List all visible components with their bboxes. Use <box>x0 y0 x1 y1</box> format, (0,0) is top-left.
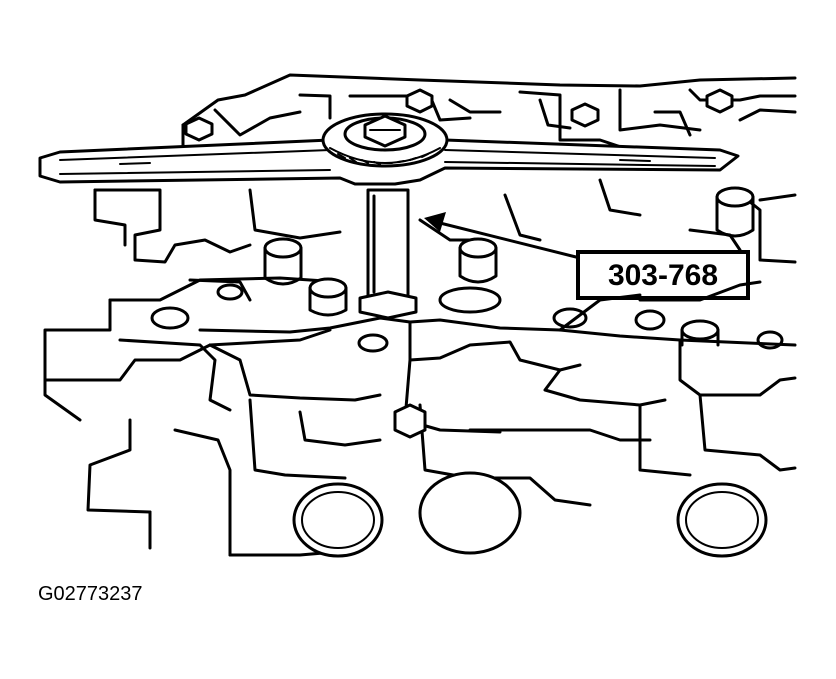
cover-bolts <box>184 88 734 142</box>
tool-number-label: 303-768 <box>608 259 718 292</box>
callout-arrow <box>424 212 582 260</box>
cylinder-head <box>43 178 797 434</box>
lower-block <box>86 393 797 557</box>
special-tool-crossbar <box>38 112 740 186</box>
ports <box>150 283 784 353</box>
figure-id: G02773237 <box>38 583 143 605</box>
head-bolts <box>263 186 755 347</box>
upper-cover <box>181 73 797 162</box>
core-plugs <box>292 471 768 558</box>
callout-box <box>576 250 750 300</box>
tool-shaft <box>358 188 418 320</box>
